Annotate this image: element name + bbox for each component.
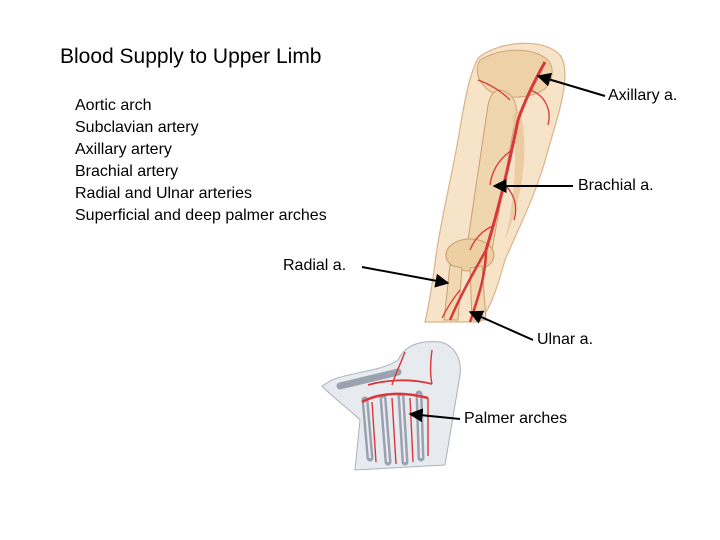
scapula-shape <box>476 49 553 98</box>
pathway-item-radial-ulnar: Radial and Ulnar arteries <box>75 185 252 202</box>
pointer-ulnar <box>468 310 534 341</box>
pathway-item-palmer-arches: Superficial and deep palmer arches <box>75 207 327 224</box>
radial-artery <box>448 249 488 321</box>
pathway-item-axillary: Axillary artery <box>75 141 172 158</box>
pathway-item-brachial: Brachial artery <box>75 163 179 180</box>
deep-palmer-arch <box>367 379 433 386</box>
label-pointers <box>361 72 606 423</box>
artery-pathway-list: Aortic arch Subclavian artery Axillary a… <box>75 95 327 227</box>
pathway-item-subclavian: Subclavian artery <box>75 119 199 136</box>
pointer-palmer <box>408 408 461 423</box>
biceps-shading <box>505 110 525 240</box>
hand-outline <box>321 341 461 471</box>
hand-illustration <box>321 341 461 471</box>
label-ulnar-artery: Ulnar a. <box>537 331 594 348</box>
palmer-arch <box>361 392 429 404</box>
label-brachial-artery: Brachial a. <box>578 177 654 194</box>
thumb-bones <box>336 368 402 390</box>
label-axillary-artery: Axillary a. <box>608 87 678 104</box>
label-radial-artery: Radial a. <box>283 257 347 274</box>
upper-arm-illustration <box>424 42 566 323</box>
artery-branches <box>441 79 550 319</box>
digital-arteries <box>371 349 433 465</box>
pointer-radial <box>361 266 450 288</box>
pathway-item-aortic-arch: Aortic arch <box>75 97 152 114</box>
pointer-axillary <box>536 72 606 97</box>
page-title: Blood Supply to Upper Limb <box>60 45 322 68</box>
label-palmer-arches: Palmer arches <box>464 410 568 427</box>
